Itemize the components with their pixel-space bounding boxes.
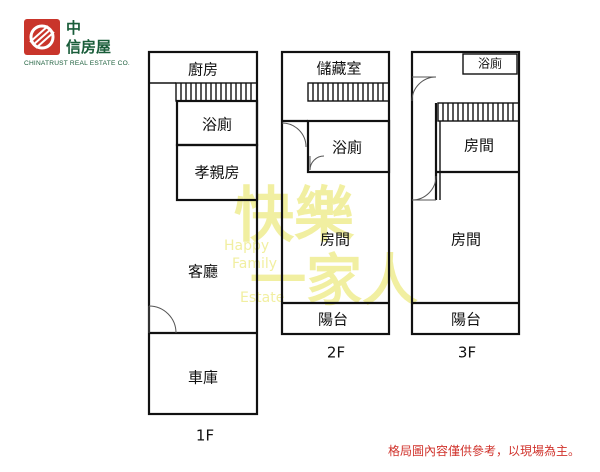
label-2f-bathroom: 浴廁 <box>332 139 362 157</box>
floor-label-1f: 1F <box>196 427 214 445</box>
door-3f-bottom-icon <box>411 175 437 201</box>
label-2f-balcony: 陽台 <box>318 311 348 329</box>
floor-3f-outline <box>410 50 521 336</box>
label-2f-storage: 儲藏室 <box>316 60 361 78</box>
logo-ring-icon <box>29 24 55 50</box>
brand-logo: 中 信房屋 CHINATRUST REAL ESTATE CO. <box>24 19 130 67</box>
label-1f-garage: 車庫 <box>188 369 218 387</box>
floor-label-3f: 3F <box>458 344 476 362</box>
label-3f-bathroom: 浴廁 <box>478 56 502 71</box>
room-1f-elder <box>175 143 259 202</box>
floor-1f-outline <box>147 50 259 416</box>
label-1f-elder-room: 孝親房 <box>194 164 239 182</box>
logo-hatch-icon <box>29 25 55 49</box>
door-2f-top-icon <box>281 122 307 148</box>
label-1f-living-room: 客廳 <box>188 263 218 281</box>
floor-1f: 廚房 浴廁 孝親房 客廳 車庫 1F <box>147 50 259 445</box>
door-2f-bath-icon <box>309 155 325 171</box>
door-3f-top-icon <box>411 76 437 102</box>
watermark-en-1: Happy <box>224 238 269 254</box>
door-1f-icon <box>148 305 177 334</box>
floor-3f: 浴廁 房間 房間 陽台 3F <box>410 50 521 362</box>
label-2f-room: 房間 <box>320 231 350 249</box>
label-1f-bathroom: 浴廁 <box>202 116 232 134</box>
floor-label-2f: 2F <box>327 344 345 362</box>
label-3f-room-1: 房間 <box>464 137 494 155</box>
brand-line2: 信房屋 <box>66 38 111 56</box>
floor-2f: 儲藏室 浴廁 房間 陽台 2F <box>280 50 391 362</box>
room-3f-bathroom <box>462 53 518 75</box>
label-3f-room-2: 房間 <box>451 231 481 249</box>
label-3f-balcony: 陽台 <box>451 311 481 329</box>
watermark-en-2: Family <box>232 256 277 272</box>
label-1f-kitchen: 廚房 <box>188 61 218 79</box>
brand-line1: 中 <box>66 19 81 37</box>
room-2f-bathroom <box>306 119 391 174</box>
watermark-cn-top: 快樂 <box>234 181 355 251</box>
disclaimer-text: 格局圖內容僅供參考，以現場為主。 <box>388 443 580 458</box>
floor-2f-outline <box>280 50 391 336</box>
brand-subtitle: CHINATRUST REAL ESTATE CO. <box>24 60 130 67</box>
watermark-en-3: Estate <box>240 290 284 306</box>
